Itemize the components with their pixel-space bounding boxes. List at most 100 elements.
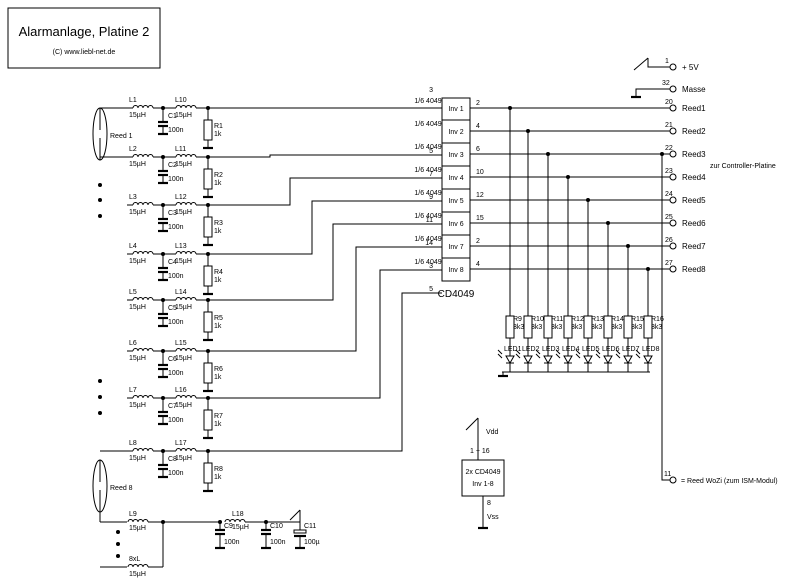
resistor-R7 [203,409,213,431]
pin-number: 15 [476,215,484,222]
inductor-value: 15µH [129,112,146,119]
connector-reed5 [669,196,677,204]
connector-reed7 [669,242,677,250]
capacitor-C6 [158,363,168,371]
capacitor-value: 100n [168,470,184,477]
led-resistor-name: R10 [531,316,544,323]
gate-label: Inv 7 [448,244,463,251]
inductor-name: L10 [175,97,187,104]
gate-type: 1/6 4049 [414,98,441,105]
pin-number: 3 [429,87,433,94]
led-name: LED8 [642,346,660,353]
led-6 [595,349,613,365]
diagram-title: Alarmanlage, Platine 2 [19,24,150,39]
connector-pin: 20 [665,99,673,106]
ellipsis-dot [116,542,120,546]
led-resistor-name: R16 [651,316,664,323]
resistor-name: R6 [214,366,223,373]
inductor-L-series [175,395,197,399]
capacitor-value: 100n [168,417,184,424]
capacitor-name: C4 [168,259,177,266]
gate-label: Inv 5 [448,198,463,205]
vss-pin: 8 [487,500,491,507]
connector-reed2 [669,127,677,135]
capacitor-C1 [158,120,168,128]
wire-channel-3 [208,177,442,206]
ellipsis-dot [98,395,102,399]
inductor-name: L9 [129,511,137,518]
capacitor-name: C8 [168,456,177,463]
capacitor-name: C7 [168,403,177,410]
pin-number: 2 [476,238,480,245]
led-7 [615,349,633,365]
wire-channel-6 [208,246,442,352]
pin-number: 11 [426,217,433,224]
capacitor-value: 100n [224,539,240,546]
inductor-value: 15µH [175,402,192,409]
inductor-name: L18 [232,511,244,518]
pin-number: 10 [476,169,484,176]
resistor-value: 1k [214,374,222,381]
connector-pin: 1 [665,58,669,65]
led-resistor-name: R14 [611,316,624,323]
led-resistor-name: R11 [551,316,563,323]
controller-note: zur Controller-Platine [710,163,776,170]
capacitor-name: C5 [168,305,177,312]
inductor-bottom [127,564,149,568]
inductor-L18 [224,519,246,523]
capacitor-C4 [158,266,168,274]
inductor-value: 15µH [129,355,146,362]
inductor-value: 15µH [175,355,192,362]
wire-channel-5 [208,223,442,301]
pin-number: 3 [429,263,433,270]
inductor-value: 15µH [175,258,192,265]
led-name: LED1 [504,346,522,353]
pin-number: 4 [476,261,480,268]
inductor-L-input [132,448,154,452]
connector-label: + 5V [682,63,699,72]
resistor-value: 1k [214,323,222,330]
resistor-name: R5 [214,315,223,322]
reed-label: Reed 8 [110,485,133,492]
capacitor-C2 [158,169,168,177]
connector-reed4 [669,173,677,181]
led-resistor-name: R13 [591,316,604,323]
power-symbol-vdd [465,417,479,431]
capacitor-value: 100µ [304,539,320,546]
led-name: LED5 [582,346,600,353]
connector-reed1 [669,104,677,112]
led-resistor-value: 3k3 [571,324,582,331]
wire-reed-wozi [661,154,670,481]
inductor-value: 15µH [175,161,192,168]
reed-contact-8 [92,459,108,513]
gate-type: 1/6 4049 [414,167,441,174]
inductor-value: 15µH [129,161,146,168]
inductor-name: L1 [129,97,137,104]
capacitor-value: 100n [168,319,184,326]
connector-reed6 [669,219,677,227]
capacitor-name: C2 [168,162,177,169]
ellipsis-dot [98,198,102,202]
connector-label: Reed5 [682,196,706,205]
connector-label: Reed1 [682,104,706,113]
inductor-value: 15µH [129,571,146,578]
capacitor-C7 [158,410,168,418]
gate-type: 1/6 4049 [414,144,441,151]
connector-pin: 27 [665,260,673,267]
inductor-value: 15µH [129,209,146,216]
inductor-name: L3 [129,194,137,201]
capacitor-name: C3 [168,210,177,217]
inductor-L-series [175,251,197,255]
pin-number: 2 [476,100,480,107]
pin-number: 9 [429,194,433,201]
led-resistor-value: 3k3 [531,324,542,331]
pin-number: 7 [429,171,433,178]
capacitor-C10 [261,528,271,536]
led-2 [515,349,533,365]
resistor-name: R3 [214,220,223,227]
inductor-name: L17 [175,440,187,447]
resistor-R3 [203,216,213,238]
pin-number: 5 [429,148,433,155]
power-symbol-filter [289,509,301,521]
resistor-R1 [203,119,213,141]
